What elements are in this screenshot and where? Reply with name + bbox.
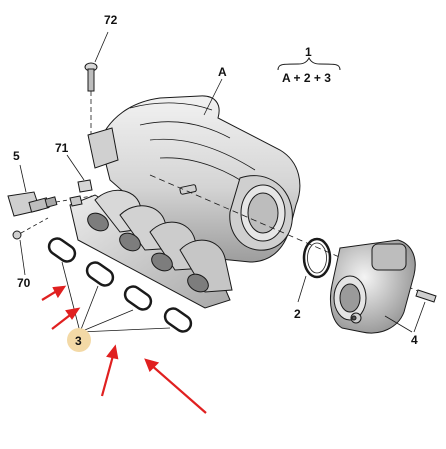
label-3: 3 — [75, 334, 82, 348]
gaskets-3 — [47, 237, 193, 333]
gasket-1 — [47, 237, 77, 263]
label-2: 2 — [294, 307, 301, 321]
red-arrow-2 — [51, 307, 81, 330]
leader-line-A — [203, 78, 223, 116]
label-70: 70 — [17, 276, 31, 290]
intake-manifold — [69, 95, 301, 309]
red-arrows — [41, 285, 207, 414]
label-1: 1 — [305, 45, 312, 59]
clip-71 — [66, 154, 93, 207]
label-formula: A + 2 + 3 — [282, 71, 331, 85]
formula-brace — [277, 56, 341, 71]
label-4: 4 — [411, 333, 418, 347]
label-71: 71 — [55, 141, 69, 155]
o-ring-2 — [297, 237, 332, 303]
gasket-3 — [123, 285, 153, 311]
red-arrow-1 — [41, 285, 67, 301]
label-A: A — [218, 65, 227, 79]
label-72: 72 — [104, 13, 118, 27]
gasket-2 — [85, 261, 115, 287]
red-arrow-3 — [100, 344, 119, 397]
red-arrow-4 — [144, 358, 207, 414]
label-5: 5 — [13, 149, 20, 163]
sensor-5 — [7, 164, 93, 217]
bolt-70 — [12, 217, 49, 276]
throttle-body-4 — [329, 239, 437, 334]
gasket-4 — [163, 307, 193, 333]
highlight-circle-3 — [67, 328, 91, 352]
